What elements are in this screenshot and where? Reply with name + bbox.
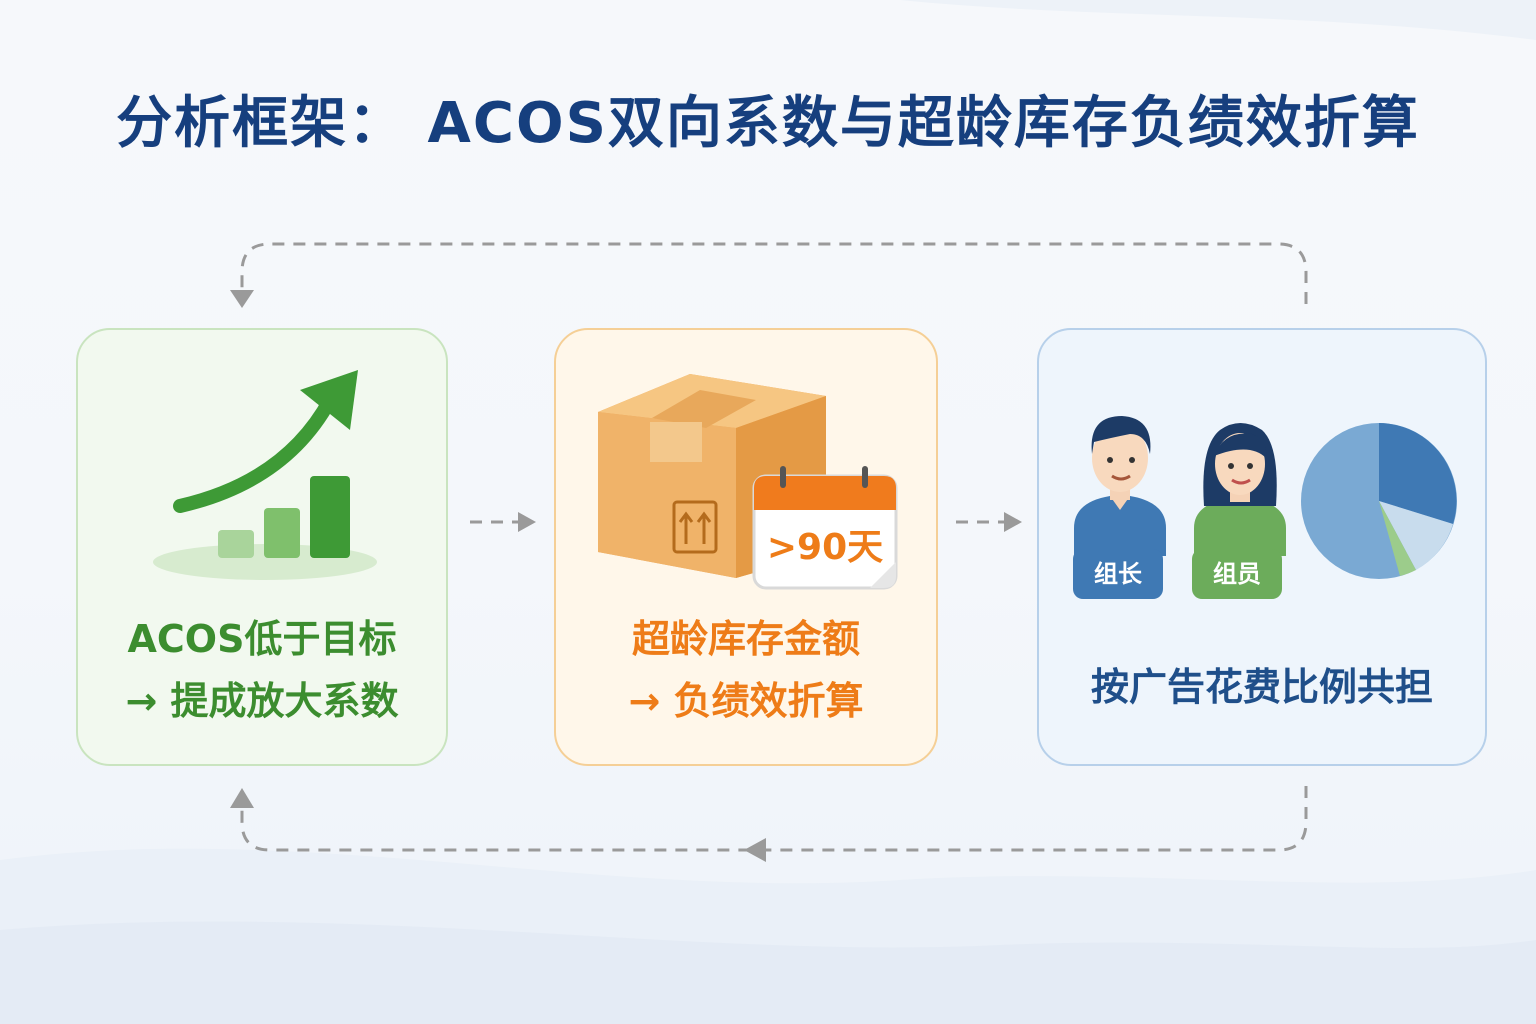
card-green-line2: → 提成放大系数 <box>125 679 399 723</box>
calendar-label: >90天 <box>766 527 884 568</box>
card-orange-label: 超龄库存金额 → 负绩效折算 <box>554 608 938 732</box>
page-title: 分析框架： ACOS双向系数与超龄库存负绩效折算 <box>116 91 1420 156</box>
bottom-loop-arrow <box>240 786 1308 852</box>
arrowhead-mid-1 <box>518 512 536 532</box>
arrowhead-bottom-left <box>230 788 254 808</box>
card-blue-label: 按广告花费比例共担 <box>1090 665 1433 709</box>
arrowhead-bottom-mid <box>744 838 766 862</box>
arrowhead-top-left <box>230 290 254 308</box>
team-lead-avatar-icon <box>1074 416 1166 556</box>
badge-team-member: 组员 <box>1192 549 1282 599</box>
top-loop-arrow <box>240 242 1308 304</box>
card-green-label: ACOS低于目标 → 提成放大系数 <box>76 608 448 732</box>
team-member-avatar-icon <box>1194 423 1286 556</box>
card-orange-line2: → 负绩效折算 <box>628 679 864 723</box>
pie-chart-icon <box>1301 423 1457 579</box>
calendar-icon <box>752 466 898 590</box>
arrowhead-mid-2 <box>1004 512 1022 532</box>
card-green-line1: ACOS低于目标 <box>127 617 397 661</box>
growth-chart-icon <box>153 370 377 580</box>
card-orange-line1: 超龄库存金额 <box>631 617 860 661</box>
badge-team-lead: 组长 <box>1073 549 1163 599</box>
